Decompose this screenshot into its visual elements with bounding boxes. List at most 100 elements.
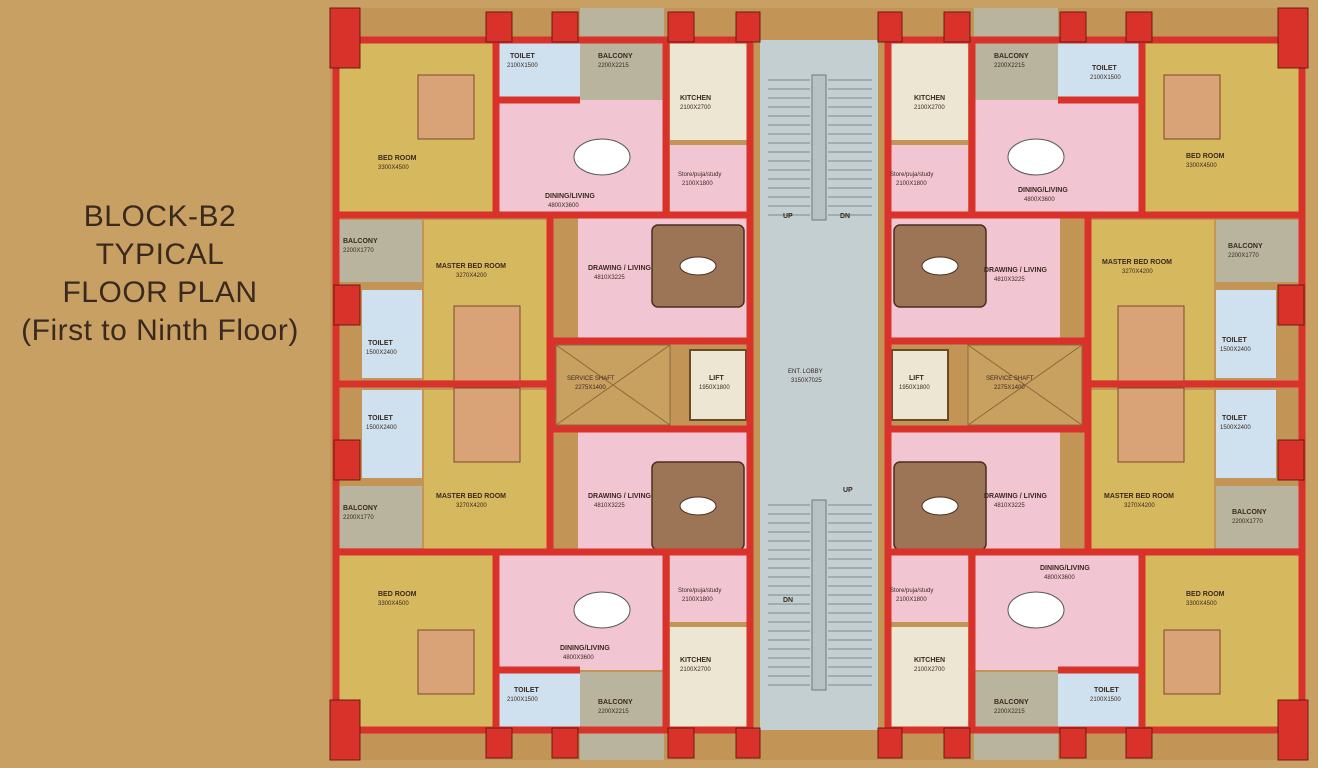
label-kitchen-top-left: KITCHEN — [680, 95, 711, 102]
label-store-bottom-right: Store/puja/study — [890, 588, 933, 594]
dim-kitchen-bottom-right: 2100X2700 — [914, 667, 945, 673]
column-bottom-2 — [551, 727, 579, 759]
shaft-cross-2 — [555, 344, 671, 426]
label-lift-left: LIFT — [709, 375, 724, 382]
dim-toilet-master-lower-left: 1500X2400 — [366, 425, 397, 431]
dim-master-upper-left: 3270X4200 — [456, 273, 487, 279]
label-drawing-lower-left: DRAWING / LIVING — [588, 493, 652, 500]
label-dining-top-left: DINING/LIVING — [545, 193, 595, 200]
lobby-label: ENT. LOBBY — [788, 369, 823, 375]
label-service-left: SERVICE SHAFT — [567, 376, 615, 382]
title-line-1: BLOCK-B2 — [83, 200, 237, 233]
label-balcony-bottom-left: BALCONY — [598, 699, 633, 706]
label-toilet-top-right: TOILET — [1092, 65, 1117, 72]
column-side-2 — [333, 439, 361, 481]
dim-store-top-left: 2100X1800 — [682, 181, 713, 187]
store-bottom — [670, 552, 750, 622]
label-toilet-master-lower-left: TOILET — [368, 415, 393, 422]
bed-master-upper — [453, 305, 521, 389]
coffee-tables — [679, 256, 717, 516]
label-kitchen-top-right: KITCHEN — [914, 95, 945, 102]
stair-landing-top — [811, 74, 827, 221]
stair-dn-label-top: DN — [840, 213, 850, 220]
label-master-lower-left: MASTER BED ROOM — [436, 493, 506, 500]
label-dining-bottom-right: DINING/LIVING — [1040, 565, 1090, 572]
coffee-table-upper — [679, 256, 717, 276]
label-toilet-bottom-left: TOILET — [514, 687, 539, 694]
title-line-2: TYPICAL — [95, 238, 225, 271]
dim-toilet-top-right: 2100X1500 — [1090, 75, 1121, 81]
apartment-half-right — [878, 8, 1308, 760]
label-drawing-upper-left: DRAWING / LIVING — [588, 265, 652, 272]
stairs-top — [768, 79, 872, 216]
column-bottom-1 — [485, 727, 513, 759]
plan-title: BLOCK-B2 TYPICAL FLOOR PLAN (First to Ni… — [0, 198, 320, 350]
stair-landing-bottom — [811, 499, 827, 691]
dim-bed-top-right: 3300X4500 — [1186, 163, 1217, 169]
dim-balcony-top-left: 2200X2215 — [598, 63, 629, 69]
dim-balcony-top-right: 2200X2215 — [994, 63, 1025, 69]
dim-kitchen-top-left: 2100X2700 — [680, 105, 711, 111]
label-kitchen-bottom-right: KITCHEN — [914, 657, 945, 664]
lobby-dim: 3150X7025 — [791, 378, 822, 384]
label-master-upper-right: MASTER BED ROOM — [1102, 259, 1172, 266]
label-balcony-top-left: BALCONY — [598, 53, 633, 60]
balcony-side-lower — [336, 486, 422, 548]
label-lift-right: LIFT — [909, 375, 924, 382]
coffee-table-lower — [679, 496, 717, 516]
dim-balcony-side-upper-right: 2200X1770 — [1228, 253, 1259, 259]
dim-service-left: 2275X1400 — [575, 385, 606, 391]
balcony-side-upper — [336, 220, 422, 282]
column-bottom-4 — [735, 727, 761, 759]
furniture-dining-tables — [573, 138, 631, 629]
column-top-4 — [735, 11, 761, 43]
dim-kitchen-top-right: 2100X2700 — [914, 105, 945, 111]
dim-balcony-side-lower-right: 2200X1770 — [1232, 519, 1263, 525]
toilet-master-lower — [362, 390, 422, 478]
title-line-3: FLOOR PLAN — [62, 276, 258, 309]
walls-left-half — [332, 36, 754, 734]
label-toilet-master-lower-right: TOILET — [1222, 415, 1247, 422]
room-labels-left: TOILET 2100X1500 BALCONY 2200X2215 KITCH… — [343, 53, 730, 715]
dim-toilet-bottom-right: 2100X1500 — [1090, 697, 1121, 703]
dim-dining-top-right: 4800X3600 — [1024, 197, 1055, 203]
kitchen-top — [670, 40, 750, 140]
toilet-top — [496, 40, 580, 98]
label-balcony-side-upper-left: BALCONY — [343, 238, 378, 245]
stair-up-label-top: UP — [783, 213, 793, 220]
label-dining-bottom-left: DINING/LIVING — [560, 645, 610, 652]
store-top — [670, 145, 750, 215]
column-side-1 — [333, 284, 361, 326]
dim-balcony-bottom-right: 2200X2215 — [994, 709, 1025, 715]
dim-toilet-master-upper-right: 1500X2400 — [1220, 347, 1251, 353]
toilet-bottom — [496, 672, 580, 728]
label-balcony-side-lower-right: BALCONY — [1232, 509, 1267, 516]
dim-master-lower-left: 3270X4200 — [456, 503, 487, 509]
label-bed-top-left: BED ROOM — [378, 155, 417, 162]
dining-table-bottom — [573, 591, 631, 629]
bed-master-lower — [453, 387, 521, 463]
dim-drawing-lower-right: 4810X3225 — [994, 503, 1025, 509]
dim-store-top-right: 2100X1800 — [896, 181, 927, 187]
dim-toilet-bottom-left: 2100X1500 — [507, 697, 538, 703]
bed-top — [417, 74, 475, 140]
stair-up-label-bottom: UP — [843, 487, 853, 494]
dim-bed-top-left: 3300X4500 — [378, 165, 409, 171]
title-line-4: (First to Ninth Floor) — [21, 314, 299, 347]
columns-left-half — [329, 7, 761, 761]
dim-store-bottom-left: 2100X1800 — [682, 597, 713, 603]
label-drawing-lower-right: DRAWING / LIVING — [984, 493, 1048, 500]
column-top-3 — [667, 11, 695, 43]
kitchen-bottom — [670, 627, 750, 727]
dim-bed-bottom-right: 3300X4500 — [1186, 601, 1217, 607]
label-balcony-side-lower-left: BALCONY — [343, 505, 378, 512]
dim-dining-bottom-left: 4800X3600 — [563, 655, 594, 661]
label-toilet-bottom-right: TOILET — [1094, 687, 1119, 694]
dim-lift-left: 1950X1800 — [699, 385, 730, 391]
dim-toilet-master-upper-left: 1500X2400 — [366, 350, 397, 356]
stairs-bottom — [768, 504, 872, 686]
dining-table-top — [573, 138, 631, 176]
apartment-half-left — [329, 7, 761, 761]
